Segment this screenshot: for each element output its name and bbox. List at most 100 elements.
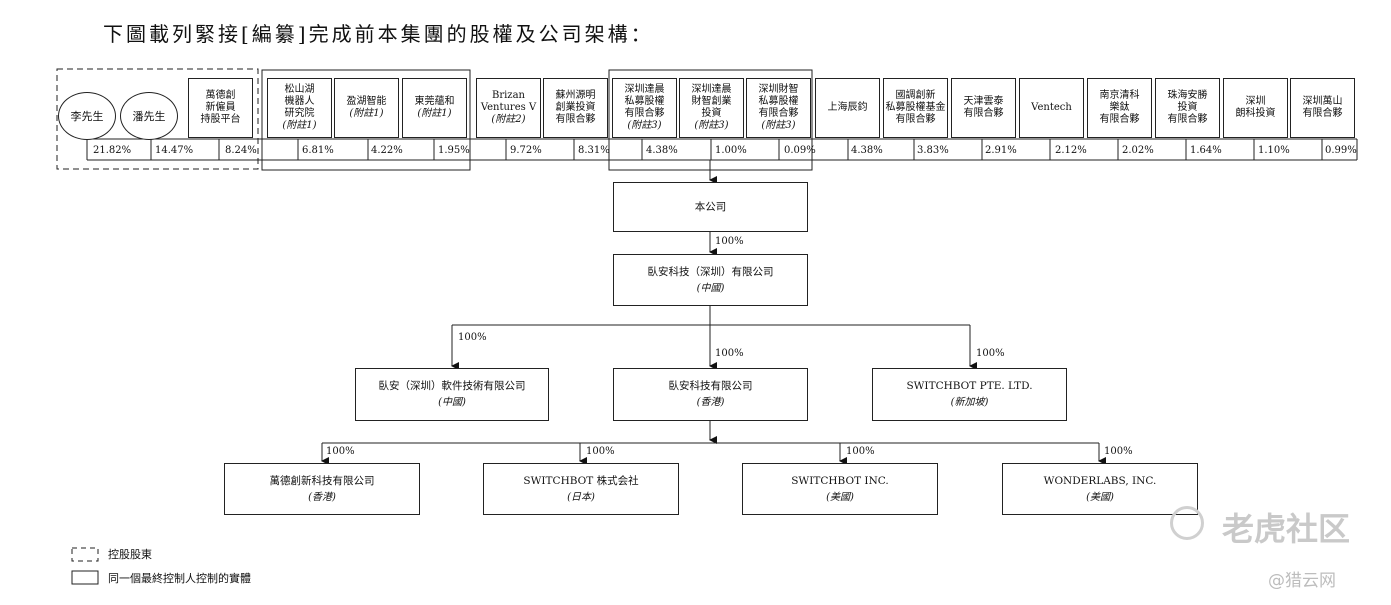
pct-level4-hk: 100% [326, 446, 355, 457]
level3-hk-name: 臥安科技有限公司 [668, 380, 753, 392]
watermark-main: 老虎社区 [1222, 510, 1351, 548]
page-heading: 下圖載列緊接[編纂]完成前本集團的股權及公司架構： [103, 22, 654, 46]
level4-wonder-hk-name: 萬德創新科技有限公司 [269, 474, 375, 487]
pct-to-sz-company: 100% [715, 236, 744, 247]
level3-software-company: 臥安（深圳）軟件技術有限公司 (中國) [355, 368, 549, 421]
shareholder-name: 東莞蘊和 [414, 96, 455, 107]
shareholder-pct: 4.22% [371, 145, 403, 156]
company-box: 本公司 [613, 182, 808, 232]
shareholder-pct: 0.09% [784, 145, 816, 156]
shareholder-pct: 6.81% [302, 145, 334, 156]
shareholder-pct: 2.91% [985, 145, 1017, 156]
level4-wonder-hk: 萬德創新科技有限公司 (香港) [224, 463, 420, 515]
shareholder-pct: 1.00% [715, 145, 747, 156]
shareholder-box-8: 深圳達晨 私募股權 有限合夥(附註3) [612, 78, 677, 138]
shareholder-pct: 4.38% [851, 145, 883, 156]
pct-level3-sg: 100% [976, 348, 1005, 359]
shareholder-person-1: 潘先生 [120, 92, 178, 140]
shareholder-name: 盈湖智能 [346, 96, 387, 107]
shareholder-pct: 9.72% [510, 145, 542, 156]
shareholder-box-13: 天津雲泰 有限合夥 [951, 78, 1016, 138]
pct-level3-hk: 100% [715, 348, 744, 359]
shareholder-name: 珠海安勝 投資 有限合夥 [1167, 90, 1208, 125]
shareholder-name: 上海辰鈞 [827, 102, 868, 113]
shareholder-name: Brizan Ventures V [480, 90, 537, 113]
level4-wonderlabs-us-location: (美國) [1086, 491, 1114, 503]
shareholder-box-18: 深圳萬山 有限合夥 [1290, 78, 1355, 138]
shareholder-name: 深圳達晨 私募股權 有限合夥 [624, 84, 665, 119]
shareholder-box-6: Brizan Ventures V(附註2) [476, 78, 541, 138]
shareholder-name: 松山湖 機器人 研究院 [284, 84, 315, 119]
sz-company-location: (中國) [696, 282, 725, 294]
level4-wonder-hk-location: (香港) [308, 491, 336, 503]
level4-switchbot-us-location: (美國) [826, 491, 854, 503]
shareholder-box-11: 上海辰鈞 [815, 78, 880, 138]
shareholder-note: (附註3) [761, 120, 796, 131]
level3-software-name: 臥安（深圳）軟件技術有限公司 [378, 380, 526, 392]
shareholder-box-9: 深圳達晨 財智創業 投資(附註3) [679, 78, 744, 138]
shareholder-name: 萬德創 新僱員 持股平台 [200, 90, 241, 125]
shareholder-name: 深圳 朗科投資 [1235, 96, 1276, 119]
level4-switchbot-jp-location: (日本) [567, 491, 595, 503]
legend-solid-symbol [71, 570, 99, 585]
level4-wonderlabs-us: WONDERLABS, INC. (美國) [1002, 463, 1198, 515]
level3-sg-name: SWITCHBOT PTE. LTD. [906, 380, 1033, 392]
shareholder-name: 深圳萬山 有限合夥 [1302, 96, 1343, 119]
shareholder-pct: 8.31% [578, 145, 610, 156]
shareholder-box-2: 萬德創 新僱員 持股平台 [188, 78, 253, 138]
shareholder-name: 深圳達晨 財智創業 投資 [691, 84, 732, 119]
level3-hk-location: (香港) [696, 397, 725, 408]
shareholder-box-17: 深圳 朗科投資 [1223, 78, 1288, 138]
shareholder-box-10: 深圳財智 私募股權 有限合夥(附註3) [746, 78, 811, 138]
shareholder-box-14: Ventech [1019, 78, 1084, 138]
controlling-shareholders-group [56, 68, 259, 170]
watermark-logo-icon [1170, 506, 1204, 540]
shareholder-box-4: 盈湖智能(附註1) [334, 78, 399, 138]
shareholder-box-15: 南京清科 樂鈦 有限合夥 [1087, 78, 1152, 138]
legend-dashed-symbol [71, 547, 99, 562]
shareholder-pct: 8.24% [225, 145, 257, 156]
pct-level4-us1: 100% [846, 446, 875, 457]
company-name: 本公司 [694, 201, 727, 213]
shareholder-box-3: 松山湖 機器人 研究院(附註1) [267, 78, 332, 138]
level4-switchbot-us-name: SWITCHBOT INC. [791, 474, 889, 487]
shareholder-name: 深圳財智 私募股權 有限合夥 [758, 84, 799, 119]
shareholder-note: (附註1) [349, 108, 384, 119]
level3-hk-company: 臥安科技有限公司 (香港) [613, 368, 808, 421]
level4-switchbot-jp-name: SWITCHBOT 株式会社 [523, 474, 639, 487]
shareholder-note: (附註3) [627, 120, 662, 131]
level4-wonderlabs-us-name: WONDERLABS, INC. [1043, 474, 1157, 487]
shareholder-pct: 2.12% [1055, 145, 1087, 156]
shareholder-note: (附註1) [282, 120, 317, 131]
shareholder-name: Ventech [1031, 102, 1072, 113]
pct-level3-software: 100% [458, 332, 487, 343]
shareholder-name: 潘先生 [132, 110, 166, 123]
shareholder-name: 李先生 [70, 110, 104, 123]
pct-level4-us2: 100% [1104, 446, 1133, 457]
shareholder-name: 蘇州源明 創業投資 有限合夥 [555, 90, 596, 125]
shareholder-name: 國調創新 私募股權基金 有限合夥 [885, 90, 946, 125]
shareholder-pct: 2.02% [1122, 145, 1154, 156]
shareholder-pct: 1.95% [438, 145, 470, 156]
shareholder-pct: 21.82% [93, 145, 132, 156]
shareholder-name: 天津雲泰 有限合夥 [963, 96, 1004, 119]
level3-sg-company: SWITCHBOT PTE. LTD. (新加坡) [872, 368, 1067, 421]
shareholder-pct: 14.47% [155, 145, 194, 156]
shareholder-box-16: 珠海安勝 投資 有限合夥 [1155, 78, 1220, 138]
shareholder-pct: 1.10% [1258, 145, 1290, 156]
watermark-sub: @猎云网 [1268, 571, 1336, 591]
shareholder-note: (附註2) [491, 114, 526, 125]
sz-company-name: 臥安科技（深圳）有限公司 [647, 265, 774, 278]
pct-level4-jp: 100% [586, 446, 615, 457]
shareholder-box-5: 東莞蘊和(附註1) [402, 78, 467, 138]
level4-switchbot-us: SWITCHBOT INC. (美國) [742, 463, 938, 515]
legend-same-controller-label: 同一個最終控制人控制的實體 [108, 572, 251, 585]
shareholder-pct: 0.99% [1325, 145, 1357, 156]
shareholder-box-7: 蘇州源明 創業投資 有限合夥 [543, 78, 608, 138]
shareholder-person-0: 李先生 [58, 92, 116, 140]
level3-sg-location: (新加坡) [950, 397, 989, 408]
level3-software-location: (中國) [438, 397, 466, 408]
shareholder-pct: 4.38% [646, 145, 678, 156]
shareholder-pct: 3.83% [917, 145, 949, 156]
